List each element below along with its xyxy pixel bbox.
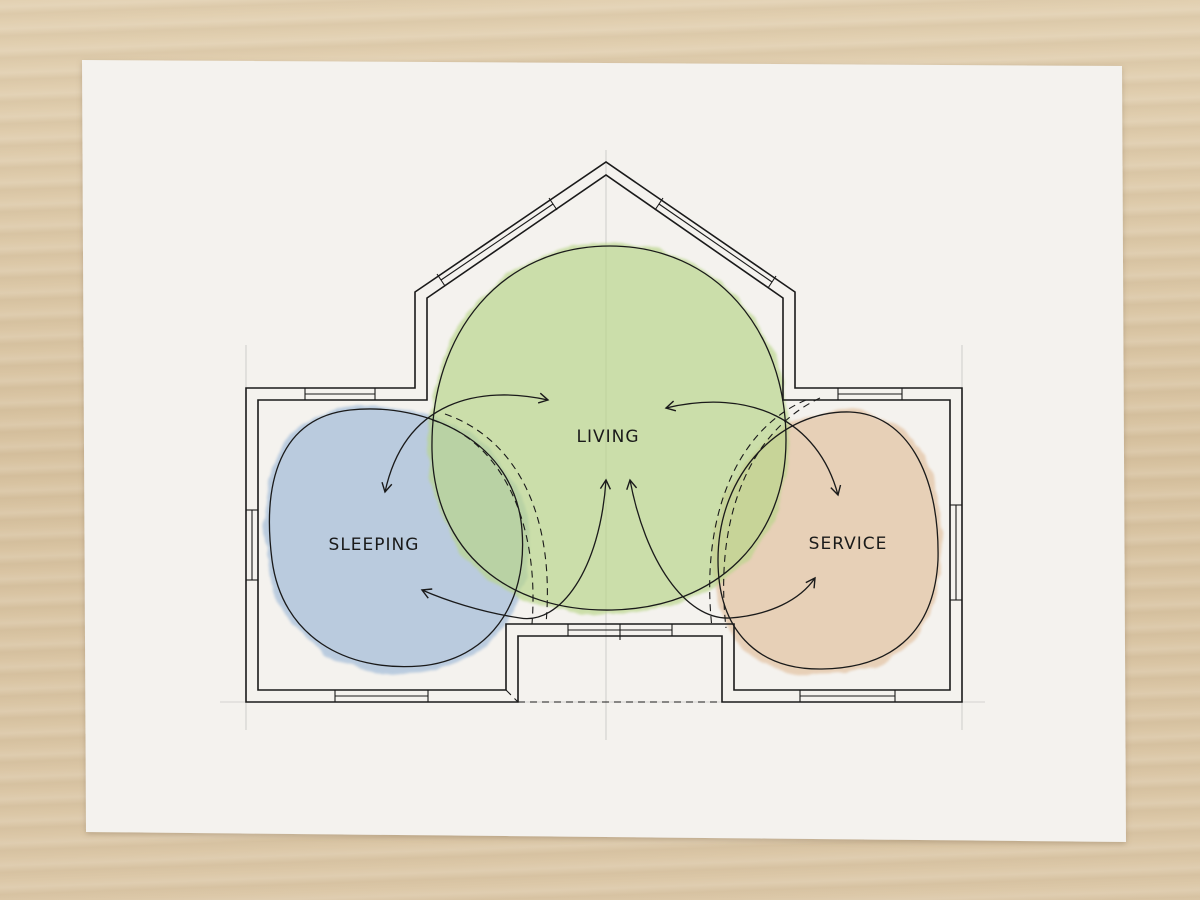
arrow-entry-service <box>626 478 816 619</box>
windows <box>246 197 962 702</box>
circulation-arrows <box>381 392 842 620</box>
arrow-living-service <box>664 400 842 497</box>
arrow-entry-sleeping <box>420 478 612 620</box>
sleeping-label: SLEEPING <box>329 535 420 555</box>
arrow-sleeping-living <box>381 392 550 494</box>
living-label: LIVING <box>576 427 639 447</box>
service-label: SERVICE <box>809 534 888 554</box>
floor-plan-walls <box>245 161 963 703</box>
